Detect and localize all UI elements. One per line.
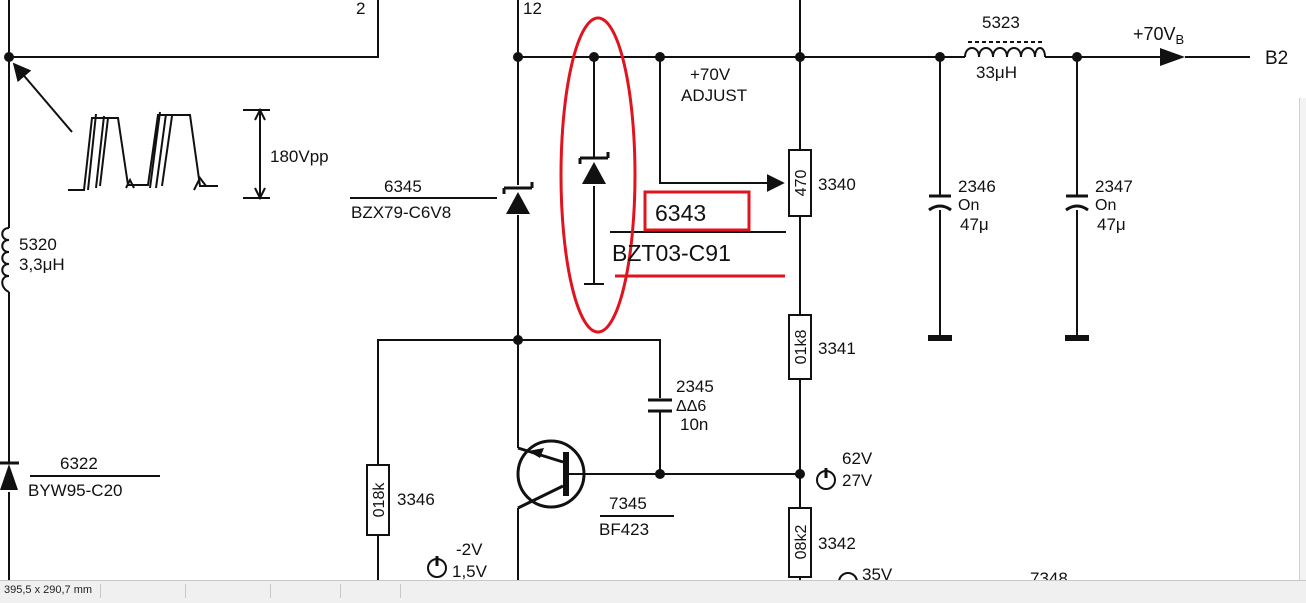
resistor-3346-ref: 3346 [397,490,435,509]
coil-5320-icon [1,227,10,293]
test-point-voltage: 27V [842,471,873,490]
status-divider [100,584,101,598]
coil-5323-value: 33μH [976,63,1017,82]
capacitor-2345-value: 10n [680,415,708,434]
test-point-voltage: -2V [456,540,483,559]
junction [655,469,665,479]
junction [589,52,599,62]
resistor-3341-value: 01k8 [793,330,810,365]
junction [795,469,805,479]
capacitor-2346-value: On [958,197,979,214]
junction [513,52,523,62]
capacitor-2347-value: 47μ [1097,215,1126,234]
resistor-3341-ref: 3341 [818,339,856,358]
capacitor-2346-icon [928,194,952,212]
junction [513,335,523,345]
capacitor-2347-ref: 2347 [1095,177,1133,196]
supply-suffix: B [1176,32,1185,47]
dimension-line [243,109,270,199]
zener-6345-part: BZX79-C6V8 [351,203,451,222]
capacitor-2346-ref: 2346 [958,177,996,196]
status-divider [185,584,186,598]
status-divider [270,584,271,598]
wire [9,0,379,58]
junction [4,52,14,62]
waveform-pointer [12,62,73,133]
test-point-icon [838,572,858,580]
connector-b2: B2 [1265,48,1288,69]
test-point-voltage: 1,5V [452,562,488,580]
transistor-7345-part: BF423 [599,520,649,539]
resistor-3342-value: 08k2 [793,525,810,560]
zener-6343-icon [578,152,610,184]
junction [1072,52,1082,62]
pin-2-label: 2 [356,0,365,18]
diode-6322-part: BYW95-C20 [28,481,122,500]
highlight-ellipse [559,16,637,334]
capacitor-2345-ref: 2345 [676,377,714,396]
test-point-voltage: 62V [842,449,873,468]
highlight-box [643,190,751,232]
output-arrow-icon [1160,48,1185,66]
junction [655,52,665,62]
transistor-7345-ref: 7345 [609,494,647,513]
capacitor-2345-value: ΔΔ6 [676,398,706,415]
resistor-3346-body [366,464,390,536]
pot-3340-body [788,149,812,217]
zener-6343-ref: 6343 [655,200,706,226]
diode-6322-icon [0,461,19,490]
junction [795,52,805,62]
coil-5323-icon [964,47,1046,58]
zener-6345-icon [502,182,534,214]
capacitor-2347-icon [1065,194,1089,212]
wire [659,57,785,192]
capacitor-2346-value: 47μ [960,215,989,234]
capacitor-2345-icon [648,398,672,413]
test-point-voltage: 35V [862,565,893,580]
status-divider [400,584,401,598]
test-point-icon [816,468,836,490]
zener-6343-part: BZT03-C91 [612,240,731,266]
pot-3340-value: 470 [793,170,810,197]
adjust-label: ADJUST [681,86,747,105]
test-point-icon [427,556,447,578]
waveform-icon [68,111,218,191]
coil-5323-ref: 5323 [982,13,1020,32]
vertical-scrollbar[interactable] [1299,98,1306,580]
waveform-amplitude: 180Vpp [270,147,329,166]
pin-12-label: 12 [523,0,542,18]
capacitor-2347-value: On [1095,197,1116,214]
component-7348-ref: 7348 [1030,569,1068,580]
schematic-diagram: 2 12 +70V ADJUST +70VB B2 180Vpp 5320 3,… [0,0,1288,580]
adjust-label: +70V [690,65,731,84]
resistor-3342-body [788,507,812,578]
zener-6345-ref: 6345 [384,177,422,196]
status-divider [340,584,341,598]
pot-3340-ref: 3340 [818,175,856,194]
junction [935,52,945,62]
resistor-3341-body [788,314,812,380]
resistor-3342-ref: 3342 [818,534,856,553]
resistor-3346-value: 018k [371,482,388,518]
coil-5320-ref: 5320 [19,235,57,254]
dimension-arrow [254,107,266,201]
document-dimensions: 395,5 x 290,7 mm [4,584,93,596]
coil-5320-value: 3,3μH [19,255,65,274]
status-bar: 395,5 x 290,7 mm [0,580,1306,603]
supply-label: +70VB [1133,24,1184,47]
diode-6322-ref: 6322 [60,454,98,473]
transistor-7345-icon [516,439,586,510]
